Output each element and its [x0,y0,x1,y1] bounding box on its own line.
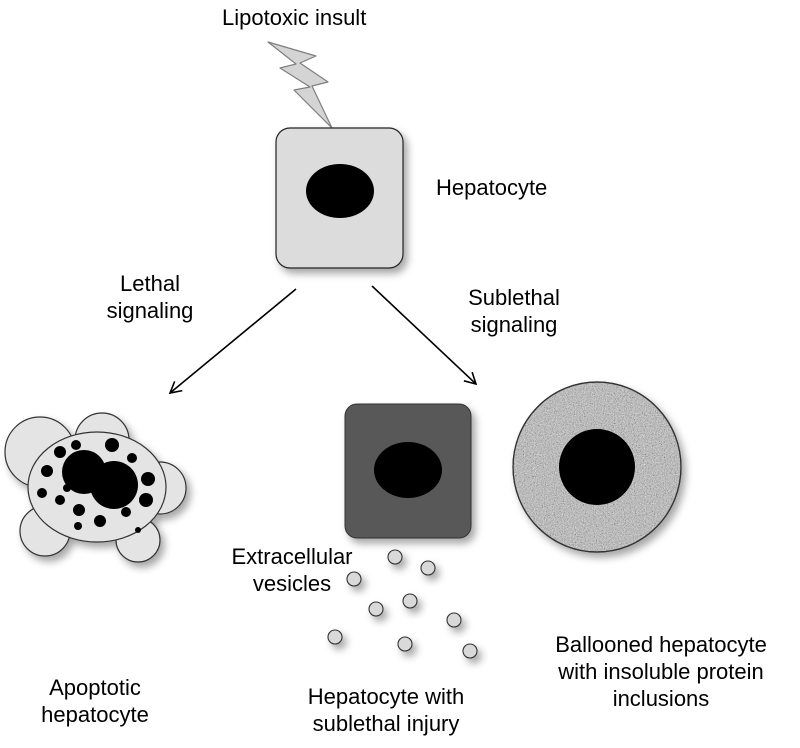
lightning-bolt-icon [267,41,333,129]
nucleus [374,442,442,498]
healthy-hepatocyte [275,127,404,269]
extracellular-vesicles-label: Extracellular vesicles [231,544,353,596]
extracellular-vesicles [327,549,478,659]
vesicle [462,643,478,659]
vesicle [420,560,436,576]
vesicle [387,549,403,565]
hepatocyte-label: Hepatocyte [436,175,548,200]
vesicle [368,601,384,617]
lipotoxic-insult-label: Lipotoxic insult [222,5,367,30]
nucleus [306,164,374,218]
lethal-signaling-label: Lethal signaling [106,271,194,323]
sublethal-signaling-label: Sublethal signaling [468,285,560,337]
apoptotic-hepatocyte-label: Apoptotic hepatocyte [41,675,149,727]
vesicle [446,612,462,628]
apoptotic-hepatocyte [4,412,187,563]
injured-hepatocyte-label: Hepatocyte with sublethal injury [307,684,465,736]
vesicle [397,636,413,652]
ballooned-hepatocyte-label: Ballooned hepatocyte with insoluble prot… [555,632,767,711]
vesicle [346,571,362,587]
injured-hepatocyte [344,403,472,539]
ballooned-hepatocyte [512,381,682,553]
protein-inclusion [559,429,635,505]
vesicle [327,629,343,645]
vesicle [402,593,418,609]
lethal-signaling-arrow [168,288,297,395]
sublethal-signaling-arrow [371,285,478,386]
condensed-chromatin [90,461,138,509]
